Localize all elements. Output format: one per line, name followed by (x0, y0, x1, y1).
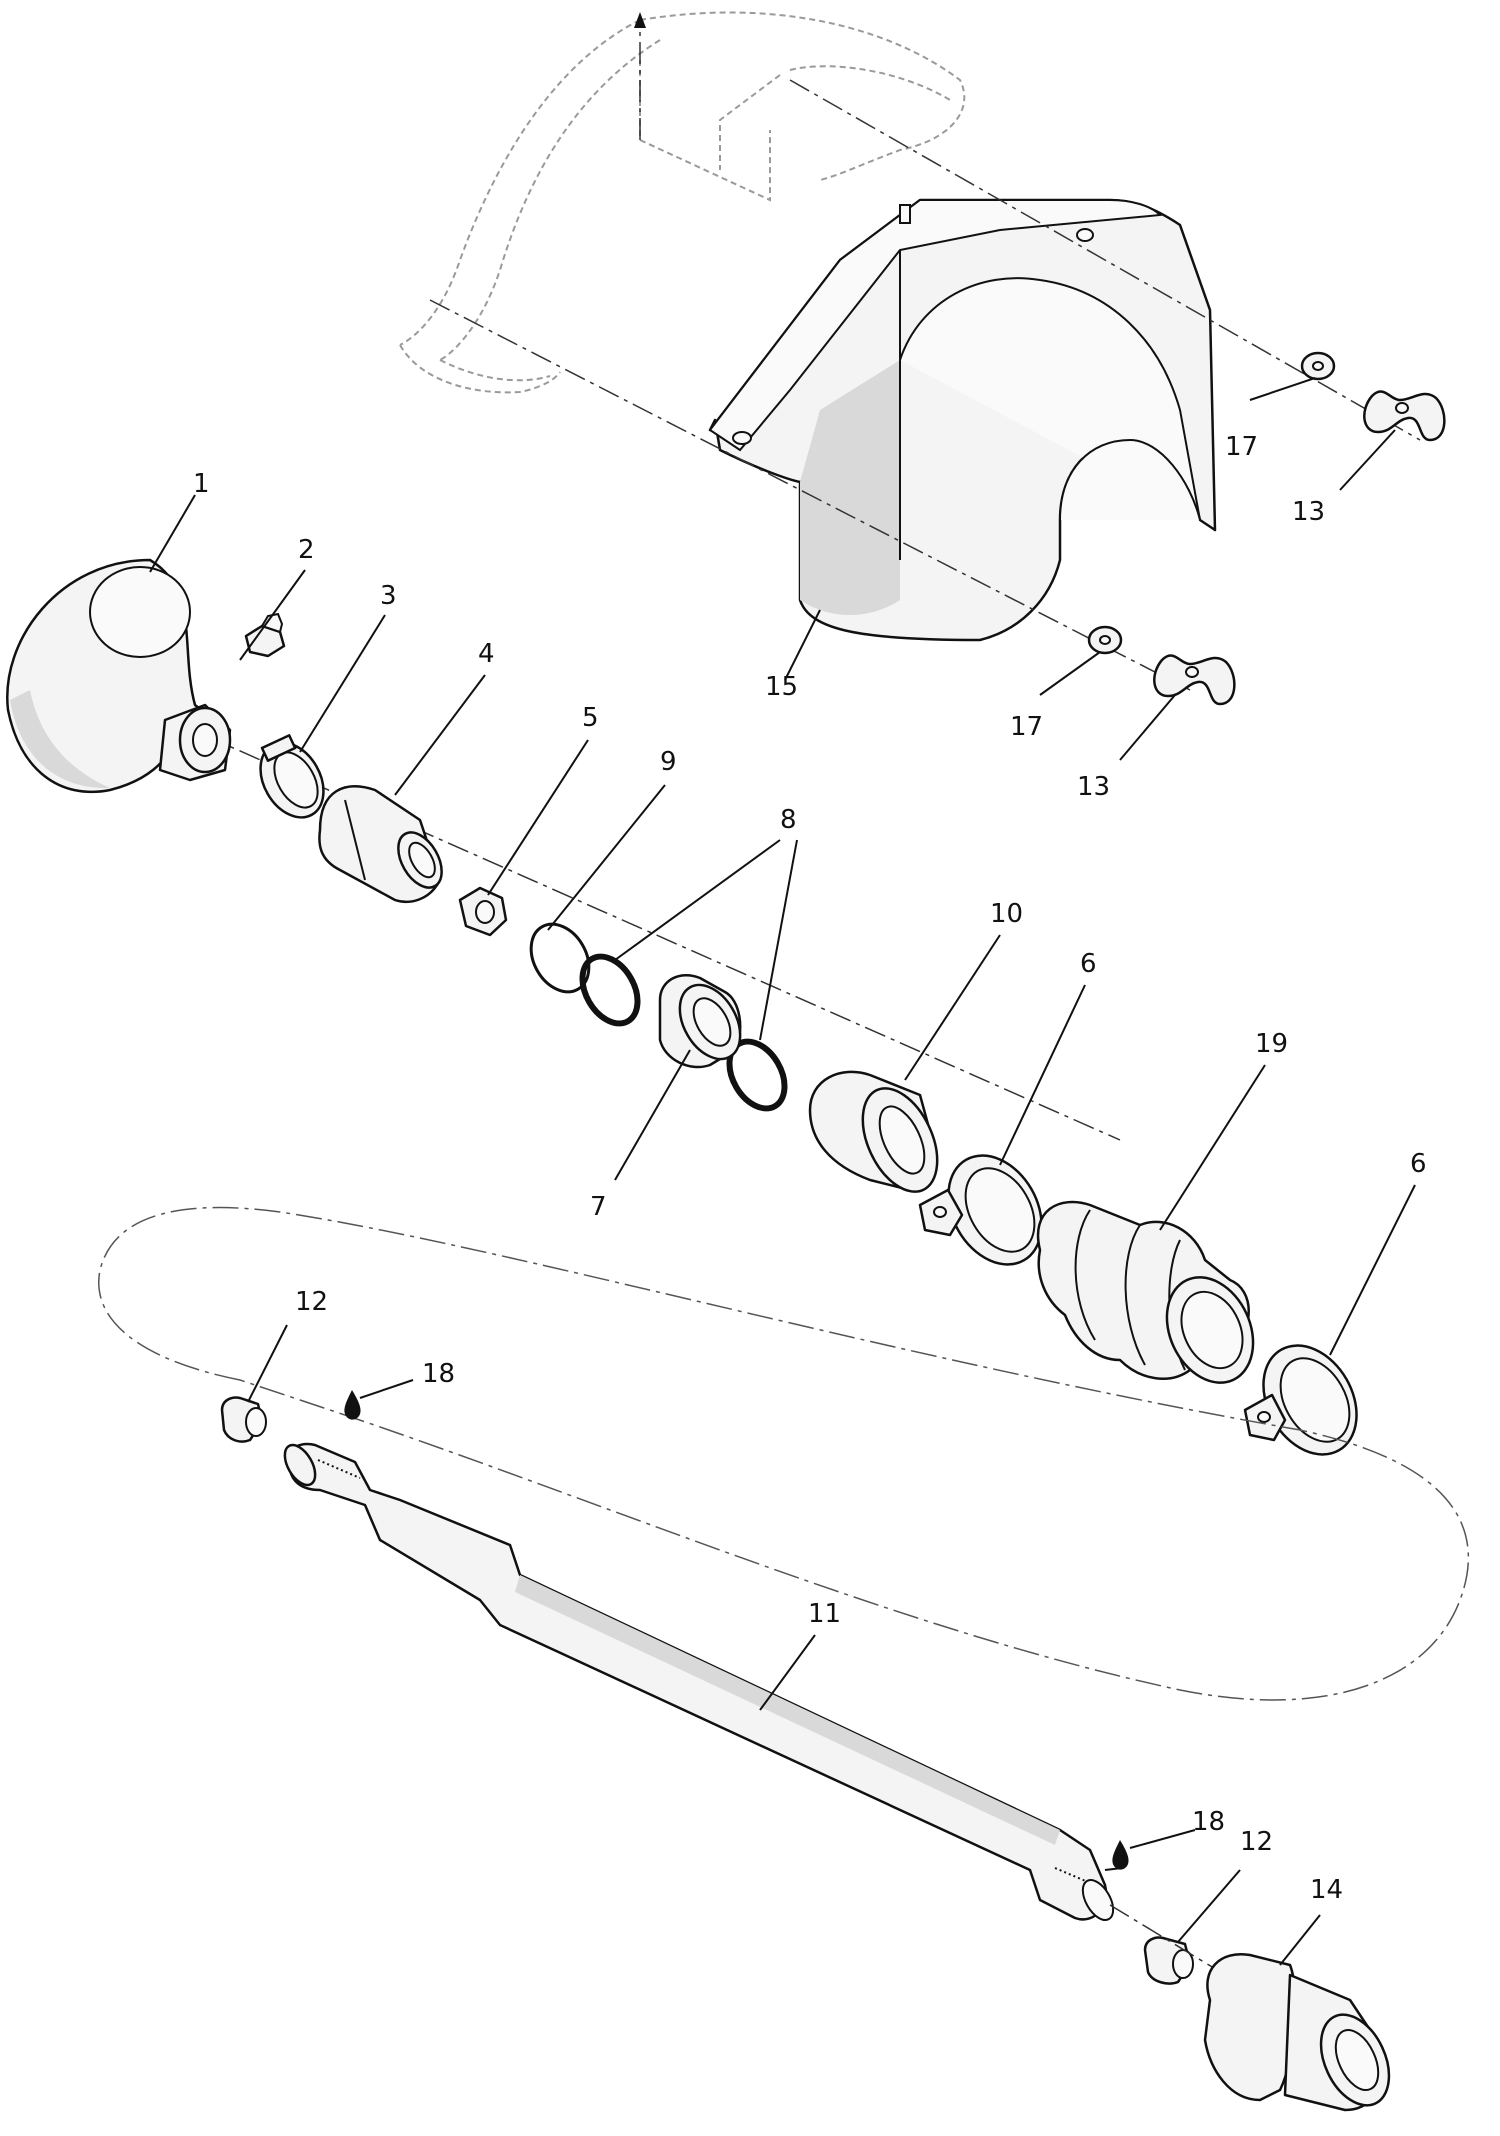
part-6-hose-clamp-lower (1243, 1344, 1358, 1456)
oil-drop-icon (344, 1390, 361, 1420)
part-13-wing-nut-upper (1363, 390, 1446, 442)
callout-3: 3 (380, 581, 397, 611)
part-6-hose-clamp-upper (918, 1154, 1043, 1266)
callout-8: 8 (780, 805, 797, 835)
callout-6-upper: 6 (1080, 949, 1097, 979)
axis-line-lower (429, 299, 1191, 691)
part-8-o-ring-upper (579, 953, 641, 1027)
oil-drop-icon (1112, 1840, 1129, 1870)
part-1-housing-neck (158, 703, 232, 782)
callout-14: 14 (1310, 1875, 1343, 1905)
axis-line-upper (789, 79, 1421, 441)
callout-11: 11 (808, 1599, 841, 1629)
part-7-sleeve (658, 974, 742, 1069)
callout-5: 5 (582, 703, 599, 733)
axis-line-shaft-end (1109, 1904, 1251, 1991)
callout-10: 10 (990, 899, 1023, 929)
callout-15: 15 (765, 672, 798, 702)
part-2-grease-fitting (244, 612, 286, 658)
part-17-washer-upper (1300, 351, 1336, 381)
callout-18-upper: 18 (422, 1359, 455, 1389)
arrow-up-icon (634, 12, 646, 28)
callout-17-upper: 17 (1225, 432, 1258, 462)
callout-12-lower: 12 (1240, 1827, 1273, 1857)
part-12-plug-upper (220, 1396, 267, 1443)
callout-13-upper: 13 (1292, 497, 1325, 527)
part-10-seal (808, 1070, 939, 1193)
callout-1: 1 (193, 469, 210, 499)
part-19-bellows-boot (1036, 1200, 1255, 1384)
part-14-shaft-housing (1203, 1952, 1391, 2112)
part-4-seal-carrier (318, 785, 443, 904)
callout-9: 9 (660, 747, 677, 777)
part-9-o-ring (529, 922, 591, 994)
axis-line-main (169, 719, 1121, 1141)
part-12-plug-lower (1143, 1936, 1194, 1985)
assembly-boundary-loop (98, 1206, 1470, 1701)
part-5-nut (458, 886, 508, 937)
callout-4: 4 (478, 639, 495, 669)
callout-6-lower: 6 (1410, 1149, 1427, 1179)
callout-17-lower: 17 (1010, 712, 1043, 742)
part-15-pump-cover (708, 198, 1217, 642)
part-13-wing-nut-lower (1153, 654, 1236, 706)
part-17-washer-lower (1087, 625, 1123, 655)
part-11-drive-shaft (283, 1442, 1115, 1921)
callout-19: 19 (1255, 1029, 1288, 1059)
leader-lines (149, 377, 1416, 1966)
callout-labels: 1 2 3 4 5 9 8 7 10 6 19 6 17 13 15 17 13… (193, 432, 1427, 1905)
callout-13-lower: 13 (1077, 772, 1110, 802)
part-3-clamp (259, 734, 325, 819)
callout-2: 2 (298, 535, 315, 565)
ghost-hull-outline (399, 11, 966, 394)
callout-7: 7 (590, 1192, 607, 1222)
callout-12-upper: 12 (295, 1287, 328, 1317)
callout-18-lower: 18 (1192, 1807, 1225, 1837)
